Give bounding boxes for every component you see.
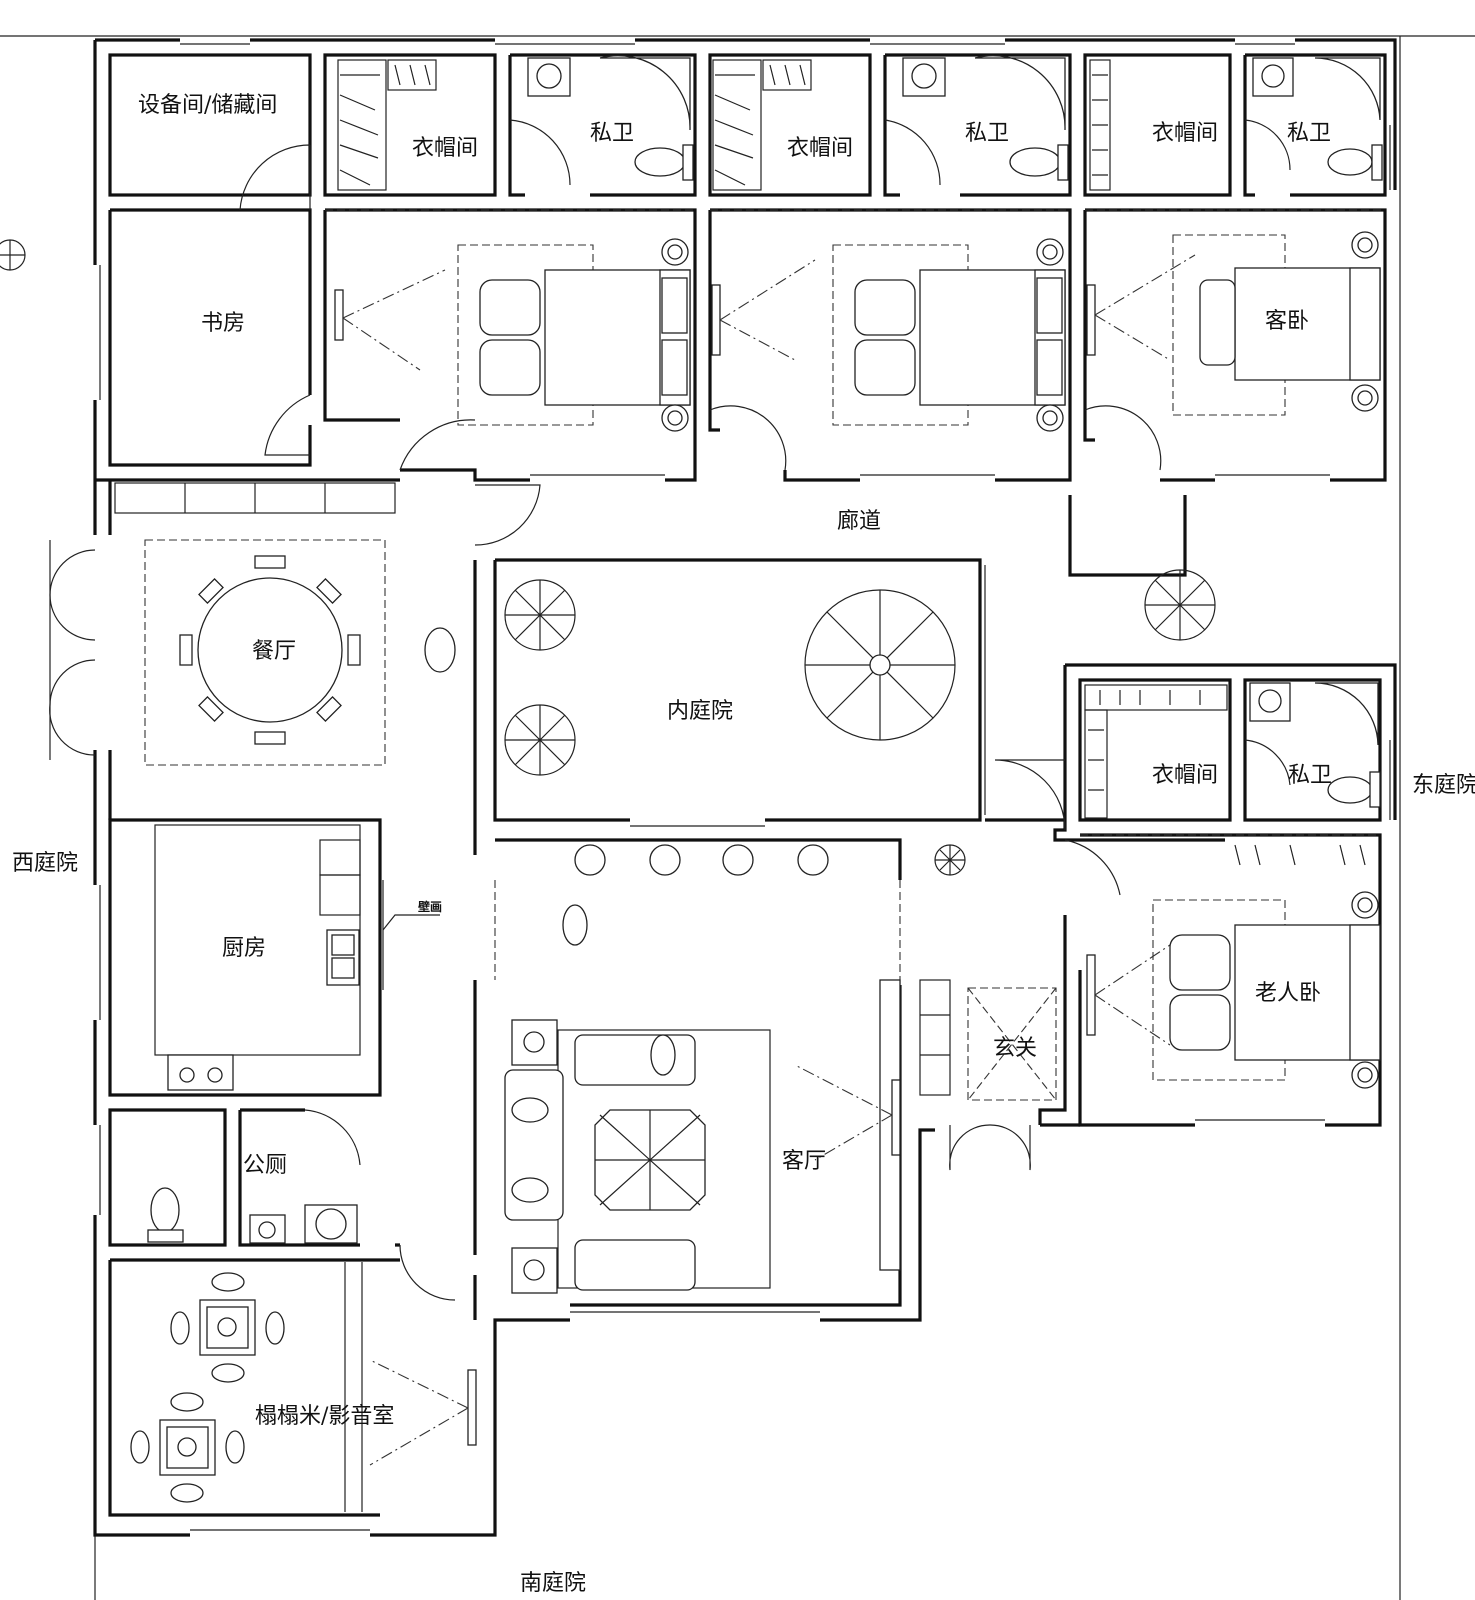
label-west-courtyard: 西庭院 [12, 851, 78, 876]
label-wall-tv: 壁画 [418, 899, 442, 914]
label-elder-bedroom: 老人卧 [1255, 981, 1321, 1006]
tatami-furniture [130, 1262, 363, 1512]
beds [457, 231, 1381, 1089]
bath-fixtures [147, 55, 1383, 1244]
label-study: 书房 [201, 311, 245, 336]
tv-lines [334, 254, 1196, 1466]
label-kitchen: 厨房 [222, 936, 266, 961]
kitchen-fixtures [154, 824, 361, 1091]
plants [0, 239, 1216, 876]
label-dining: 餐厅 [252, 639, 296, 664]
label-bath-2: 私卫 [965, 121, 1009, 146]
label-bath-4: 私卫 [1288, 763, 1332, 788]
label-south-courtyard: 南庭院 [520, 1571, 586, 1596]
entrance-mat [967, 987, 1057, 1101]
room-labels: 设备间/储藏间 书房 衣帽间 私卫 衣帽间 私卫 衣帽间 私卫 客卧 廊道 餐厅… [12, 93, 1475, 1596]
label-closet-2: 衣帽间 [787, 136, 853, 161]
label-equipment: 设备间/储藏间 [138, 93, 277, 118]
label-bath-3: 私卫 [1287, 121, 1331, 146]
label-corridor: 廊道 [837, 509, 881, 534]
label-east-courtyard: 东庭院 [1412, 773, 1475, 798]
cabinet-lines [114, 209, 1385, 985]
doors [49, 119, 1291, 1301]
label-closet-4: 衣帽间 [1152, 763, 1218, 788]
dining-set [144, 539, 386, 766]
label-living-room: 客厅 [782, 1149, 826, 1174]
label-closet-3: 衣帽间 [1152, 121, 1218, 146]
label-bath-1: 私卫 [590, 121, 634, 146]
label-public-toilet: 公厕 [243, 1153, 287, 1178]
label-entrance: 玄关 [993, 1036, 1037, 1061]
living-furniture [424, 627, 829, 1294]
wardrobes [337, 59, 1366, 866]
label-inner-courtyard: 内庭院 [667, 699, 733, 724]
label-guest-bedroom: 客卧 [1265, 309, 1309, 334]
label-tatami-av: 榻榻米/影音室 [255, 1404, 394, 1429]
label-closet-1: 衣帽间 [412, 136, 478, 161]
windows [99, 43, 1391, 1531]
